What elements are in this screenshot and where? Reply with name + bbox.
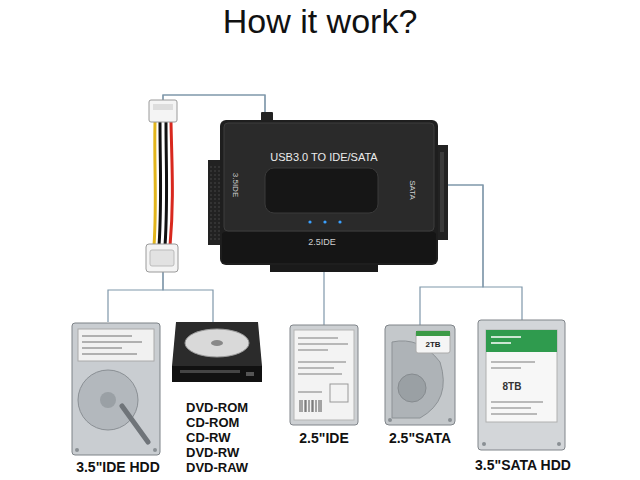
sticker-band	[416, 331, 450, 336]
wire	[165, 122, 167, 246]
drive-node: 3.5"SATA HDD	[472, 320, 574, 475]
capacity-label: 2TB	[425, 341, 440, 350]
led	[338, 220, 341, 223]
media-list: DVD-ROM CD-ROM CD-RW DVD-RW DVD-RAW	[186, 400, 256, 475]
drive-node: 3.5"IDE HDD	[68, 322, 168, 477]
wire	[170, 122, 172, 246]
spindle	[100, 392, 116, 408]
drive-caption: 2.5"IDE	[299, 430, 348, 446]
usb-cover	[265, 168, 378, 213]
drive-sticker	[78, 329, 154, 361]
adapter-top	[224, 123, 434, 231]
adapter-front	[222, 232, 436, 263]
capacity-label: 8TB	[503, 381, 522, 392]
drive-node: 2.5"IDE	[288, 325, 360, 448]
adapter-box: USB3.0 TO IDE/SATA 3.5IDE 2.5IDE SATA	[220, 120, 438, 265]
connector-group	[108, 95, 522, 325]
drive-body	[172, 322, 262, 366]
sticker-lines	[82, 336, 142, 354]
hdd-25-sata	[385, 325, 455, 425]
wire	[154, 122, 155, 246]
connector-line	[323, 265, 324, 325]
hdd-35-sata	[478, 320, 565, 450]
screw	[388, 418, 392, 422]
front-panel	[172, 366, 262, 382]
sata-slot	[440, 152, 444, 232]
platter	[78, 370, 138, 430]
led	[323, 220, 326, 223]
drive-case	[385, 325, 455, 425]
led	[308, 220, 311, 223]
adapter-illustration	[208, 112, 448, 272]
port-label: SATA	[407, 180, 416, 200]
ide-pins	[211, 166, 219, 240]
screw	[75, 448, 79, 452]
screw	[153, 448, 157, 452]
diagram-title: How it work?	[0, 0, 640, 42]
molex-socket	[146, 244, 178, 272]
logo-box	[330, 384, 348, 402]
spindle	[398, 374, 426, 402]
barcode	[300, 400, 321, 412]
sticker-lines	[491, 362, 543, 414]
drive-case	[72, 323, 160, 455]
drive-caption: 2.5"SATA	[389, 430, 451, 446]
drive-caption: 3.5"IDE HDD	[76, 459, 160, 475]
power-cable	[146, 100, 178, 272]
sticker-band	[486, 330, 557, 352]
port-label: 3.5IDE	[230, 173, 239, 197]
drive-sticker	[416, 331, 450, 353]
wire	[159, 122, 161, 246]
plug-detail	[153, 104, 173, 110]
drive-sticker	[486, 330, 557, 422]
drive-caption: 3.5"SATA HDD	[475, 457, 571, 473]
adapter-body	[220, 120, 438, 265]
socket-detail	[150, 250, 174, 266]
connector-line	[438, 185, 522, 320]
disc	[185, 329, 249, 357]
drive-case	[290, 325, 358, 425]
product-label: USB3.0 TO IDE/SATA	[270, 151, 377, 164]
head-arm	[122, 406, 148, 442]
drive-node: DVD-ROM CD-ROM CD-RW DVD-RW DVD-RAW	[170, 322, 265, 478]
hdd-25-ide	[290, 325, 358, 425]
tray-slot	[180, 370, 240, 373]
band-lines	[491, 337, 521, 343]
eject-button	[246, 372, 254, 376]
screw	[482, 442, 486, 446]
disc-hub	[211, 340, 223, 346]
screw	[557, 442, 561, 446]
hdd-35-ide	[72, 323, 160, 455]
drive-case	[478, 320, 565, 450]
port-label: 2.5IDE	[308, 237, 336, 247]
drive-node: 2.5"SATA	[383, 325, 457, 448]
ide-connector	[208, 160, 222, 245]
optical-drive	[172, 322, 262, 382]
screw	[448, 418, 452, 422]
molex-plug	[149, 100, 177, 122]
drive-sticker	[294, 330, 354, 420]
